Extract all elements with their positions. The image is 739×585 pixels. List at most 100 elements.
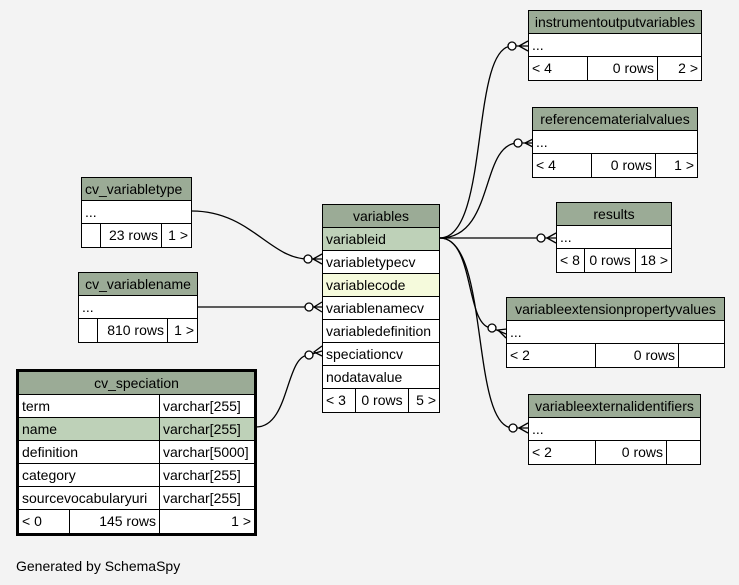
stats-row: < 4 0 rows 2 >: [529, 57, 701, 80]
column-ellipsis: ...: [507, 321, 724, 344]
column-name: sourcevocabularyuri: [22, 490, 148, 506]
row-count: 23 rows: [100, 224, 161, 247]
table-variableextensionpropertyvalues[interactable]: variableextensionpropertyvalues ... < 2 …: [506, 297, 725, 368]
stats-row: 810 rows 1 >: [79, 319, 197, 342]
children-count[interactable]: 1 >: [167, 319, 197, 342]
optional-marker: [304, 302, 314, 312]
edge-variableextensionpropertyvalues: [439, 237, 507, 335]
column-name: variabledefinition: [326, 323, 432, 339]
edge-referencematerialvalues: [439, 142, 535, 239]
column-ellipsis: ...: [79, 296, 197, 319]
row-count: 0 rows: [584, 249, 635, 272]
column-variablenamecv[interactable]: variablenamecv: [323, 297, 439, 320]
stats-row: 23 rows 1 >: [82, 224, 191, 247]
column-speciationcv[interactable]: speciationcv: [323, 343, 439, 366]
table-variables[interactable]: variables variableid variabletypecv vari…: [322, 204, 440, 413]
row-count: 0 rows: [587, 57, 657, 80]
column-variableid[interactable]: variableid: [323, 228, 439, 251]
row-count: 145 rows: [69, 510, 159, 533]
table-title[interactable]: variableexternalidentifiers: [529, 395, 700, 418]
optional-marker: [508, 423, 518, 433]
crowfoot-marker: [517, 40, 529, 52]
column-variabletypecv[interactable]: variabletypecv: [323, 251, 439, 274]
column-nodatavalue[interactable]: nodatavalue: [323, 366, 439, 389]
children-count[interactable]: 1 >: [655, 154, 697, 177]
column-name: speciationcv: [326, 346, 404, 362]
optional-marker: [536, 233, 546, 243]
column-name: variablecode: [326, 277, 406, 293]
column-definition[interactable]: definition varchar[5000]: [19, 441, 254, 464]
row-count: 0 rows: [595, 344, 678, 367]
table-title[interactable]: cv_variablename: [79, 273, 197, 296]
column-type: varchar[255]: [159, 395, 254, 417]
generated-by-footer[interactable]: Generated by SchemaSpy: [16, 558, 181, 574]
column-name: nodatavalue: [326, 369, 403, 385]
children-count: [678, 344, 724, 367]
ellipsis: ...: [532, 421, 544, 437]
table-referencematerialvalues[interactable]: referencematerialvalues ... < 4 0 rows 1…: [532, 107, 698, 178]
edge-variableexternalidentifiers: [439, 237, 528, 429]
row-count: 0 rows: [595, 441, 666, 464]
column-variabledefinition[interactable]: variabledefinition: [323, 320, 439, 343]
edge-instrumentoutputvariables: [439, 45, 528, 239]
parents-count: [79, 319, 97, 342]
table-title[interactable]: instrumentoutputvariables: [529, 11, 701, 34]
children-count[interactable]: 18 >: [635, 249, 671, 272]
column-sourcevocabularyuri[interactable]: sourcevocabularyuri varchar[255]: [19, 487, 254, 510]
column-ellipsis: ...: [529, 418, 700, 441]
column-variablecode[interactable]: variablecode: [323, 274, 439, 297]
crowfoot-marker: [312, 301, 323, 313]
ellipsis: ...: [82, 299, 94, 315]
column-term[interactable]: term varchar[255]: [19, 395, 254, 418]
table-cv-variablename[interactable]: cv_variablename ... 810 rows 1 >: [78, 272, 198, 343]
column-ellipsis: ...: [533, 131, 697, 154]
column-type: varchar[255]: [159, 418, 254, 440]
column-name: term: [22, 398, 50, 414]
table-title[interactable]: cv_variabletype: [82, 178, 191, 201]
table-title[interactable]: variableextensionpropertyvalues: [507, 298, 724, 321]
children-count[interactable]: 1 >: [159, 510, 254, 533]
stats-row: < 0 145 rows 1 >: [19, 510, 254, 533]
row-count: 0 rows: [591, 154, 655, 177]
crowfoot-marker: [523, 137, 536, 149]
parents-count: < 0: [22, 513, 42, 529]
children-count[interactable]: 1 >: [161, 224, 191, 247]
table-variableexternalidentifiers[interactable]: variableexternalidentifiers ... < 2 0 ro…: [528, 394, 701, 465]
table-cv-variabletype[interactable]: cv_variabletype ... 23 rows 1 >: [81, 177, 192, 248]
children-count[interactable]: 2 >: [657, 57, 701, 80]
column-name[interactable]: name varchar[255]: [19, 418, 254, 441]
table-results[interactable]: results ... < 8 0 rows 18 >: [556, 202, 672, 273]
parents-count[interactable]: < 2: [532, 444, 552, 460]
column-name: variableid: [326, 231, 386, 247]
ellipsis: ...: [560, 229, 572, 245]
ellipsis: ...: [532, 37, 544, 53]
edge-cv-variabletype: [191, 210, 322, 260]
ellipsis: ...: [536, 134, 548, 150]
row-count: 0 rows: [355, 389, 408, 412]
table-title[interactable]: referencematerialvalues: [533, 108, 697, 131]
parents-count: [82, 224, 100, 247]
column-type: varchar[255]: [159, 487, 254, 509]
parents-count[interactable]: < 3: [326, 392, 346, 408]
parents-count[interactable]: < 2: [510, 347, 530, 363]
table-title[interactable]: cv_speciation: [19, 372, 254, 395]
children-count[interactable]: 5 >: [408, 389, 439, 412]
stats-row: < 4 0 rows 1 >: [533, 154, 697, 177]
parents-count[interactable]: < 4: [532, 60, 552, 76]
column-category[interactable]: category varchar[255]: [19, 464, 254, 487]
children-count: [666, 441, 700, 464]
crowfoot-marker: [517, 422, 529, 434]
table-cv-speciation[interactable]: cv_speciation term varchar[255] name var…: [16, 369, 257, 536]
column-type: varchar[255]: [159, 464, 254, 486]
parents-count[interactable]: < 4: [536, 157, 556, 173]
stats-row: < 2 0 rows: [529, 441, 700, 464]
table-title[interactable]: results: [557, 203, 671, 226]
stats-row: < 8 0 rows 18 >: [557, 249, 671, 272]
crowfoot-marker: [545, 232, 557, 244]
table-instrumentoutputvariables[interactable]: instrumentoutputvariables ... < 4 0 rows…: [528, 10, 702, 81]
crowfoot-marker: [496, 328, 508, 339]
parents-count[interactable]: < 8: [560, 252, 580, 268]
table-title[interactable]: variables: [323, 205, 439, 228]
edge-cv-speciation: [255, 350, 323, 428]
crowfoot-marker: [312, 345, 323, 357]
